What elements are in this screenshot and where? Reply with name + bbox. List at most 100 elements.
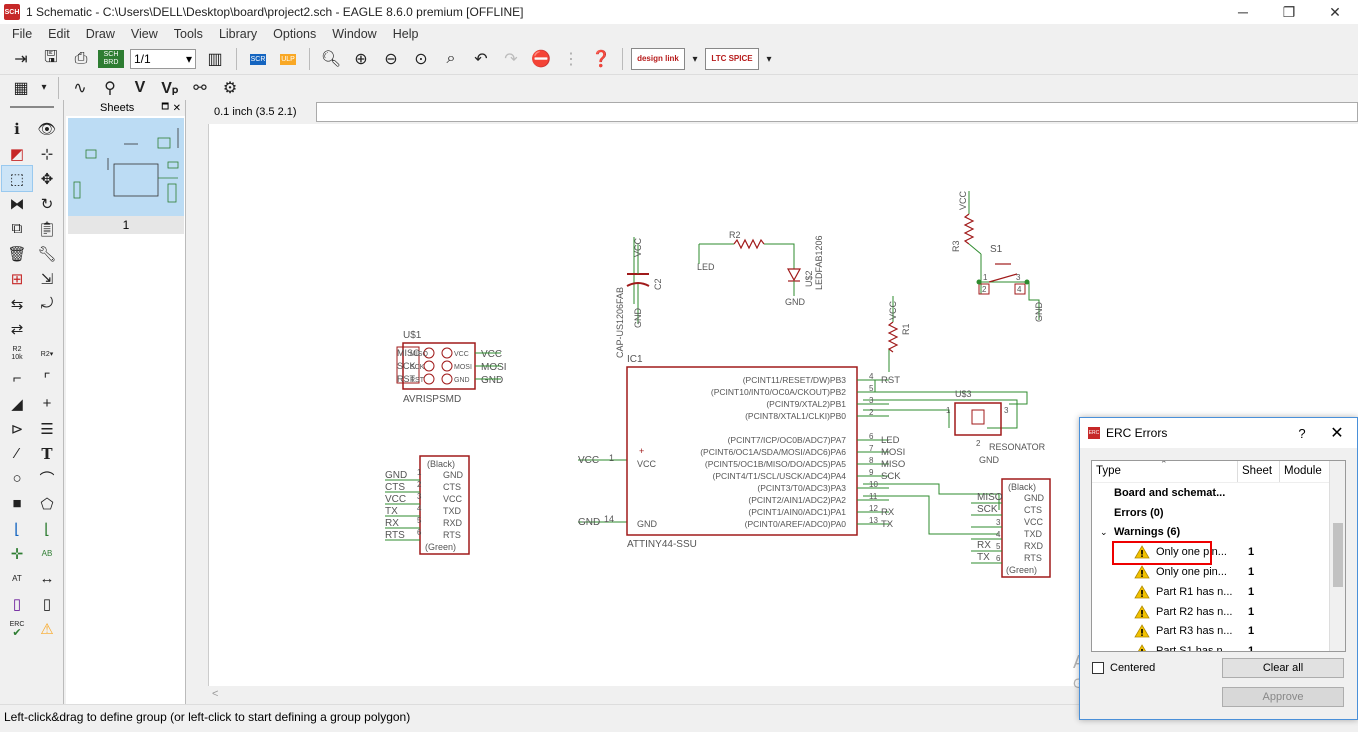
- add-part-icon[interactable]: ⊞: [10, 270, 24, 288]
- part-ftdi2[interactable]: (Black) (Green) GNDMISOCTSSCKVCC3TXD4RXD…: [971, 478, 1051, 578]
- save-icon[interactable]: 🖫: [44, 48, 58, 66]
- group-select-icon[interactable]: ⬚: [1, 165, 33, 192]
- circle-icon[interactable]: ○: [12, 470, 22, 487]
- align-icon[interactable]: ☰: [40, 420, 54, 438]
- zoom-in-icon[interactable]: ⊕: [354, 51, 368, 68]
- slice-icon[interactable]: ⊳: [10, 420, 24, 438]
- smash-icon[interactable]: ⌐: [12, 370, 22, 387]
- gate-swap-icon[interactable]: ⤾: [40, 295, 54, 312]
- help-icon[interactable]: ❓: [591, 51, 611, 68]
- show-icon[interactable]: ⚲: [104, 79, 116, 97]
- menu-options[interactable]: Options: [273, 27, 317, 41]
- line-icon[interactable]: ⁄: [15, 445, 19, 462]
- script-icon[interactable]: SCR: [245, 47, 271, 71]
- pin-swap-icon[interactable]: ⇄: [10, 320, 24, 338]
- errors-row[interactable]: Errors (0): [1092, 503, 1345, 523]
- command-input[interactable]: [316, 102, 1358, 122]
- close-window-button[interactable]: ✕: [1329, 3, 1341, 20]
- sheet-select[interactable]: 1/1▾: [130, 49, 196, 69]
- settings-gear-icon[interactable]: ⚙: [222, 79, 238, 97]
- frame-icon[interactable]: ▯: [12, 595, 22, 613]
- menu-help[interactable]: Help: [392, 27, 419, 41]
- undo-icon[interactable]: ↶: [474, 51, 488, 68]
- value-p-icon[interactable]: Vₚ: [161, 79, 179, 97]
- paste-icon[interactable]: 📋︎: [37, 220, 57, 238]
- schematic-canvas[interactable]: IC1 ATTINY44-SSU VCC 1 GND 14 VCC GND + …: [208, 124, 1358, 686]
- mirror-icon[interactable]: ⧓: [9, 195, 25, 213]
- erc-help-button[interactable]: ?: [1298, 425, 1306, 441]
- menu-library[interactable]: Library: [218, 27, 258, 41]
- tree-root-row[interactable]: Board and schemat...: [1092, 483, 1345, 503]
- restore-button[interactable]: ❐: [1282, 3, 1296, 20]
- dimension-icon[interactable]: ↔: [39, 570, 55, 587]
- text-icon[interactable]: T: [41, 444, 53, 463]
- go-icon[interactable]: ⋮: [563, 51, 579, 68]
- move-icon[interactable]: ✥: [40, 170, 54, 188]
- menu-draw[interactable]: Draw: [85, 27, 115, 41]
- warning-row[interactable]: Part R2 has n...1: [1092, 602, 1345, 622]
- chevron-down-icon[interactable]: ▾: [766, 53, 772, 65]
- optimize-icon[interactable]: +: [42, 395, 52, 412]
- zoom-fit-icon[interactable]: 🔍︎: [320, 51, 342, 68]
- menu-window[interactable]: Window: [332, 27, 377, 41]
- warning-icon[interactable]: ⚠: [40, 620, 54, 638]
- pinswap-icon[interactable]: ⚯: [193, 79, 207, 97]
- bus-icon[interactable]: ⌊: [44, 520, 50, 538]
- warning-row[interactable]: Part S1 has n...1: [1092, 641, 1345, 651]
- column-module[interactable]: Module: [1284, 465, 1322, 477]
- layers-icon[interactable]: ▥: [207, 51, 223, 68]
- arc-icon[interactable]: ⌒: [39, 471, 55, 488]
- part-s1[interactable]: S1 1 2 3 4 GND: [976, 244, 1045, 322]
- scroll-thumb[interactable]: [1333, 523, 1343, 587]
- centered-checkbox[interactable]: [1092, 662, 1104, 674]
- invoke-icon[interactable]: ⇆: [10, 295, 24, 313]
- wrench-icon[interactable]: 🔧︎: [37, 245, 57, 263]
- centered-checkbox-row[interactable]: Centered: [1092, 662, 1155, 674]
- column-sheet[interactable]: Sheet: [1238, 461, 1280, 482]
- sch-brd-switch-icon[interactable]: SCH BRD: [98, 47, 124, 71]
- close-icon[interactable]: ✕: [172, 102, 181, 114]
- part-r2-led[interactable]: R2 LED GND U$2 LEDFAB1206: [697, 230, 824, 307]
- delete-icon[interactable]: 🗑︎: [7, 245, 27, 263]
- horizontal-scrollbar[interactable]: <: [208, 686, 1358, 702]
- chevron-down-icon[interactable]: ▾: [692, 53, 698, 65]
- layer-display-icon[interactable]: ◩: [9, 145, 25, 163]
- warnings-row[interactable]: ⌄Warnings (6): [1092, 523, 1345, 543]
- menu-file[interactable]: File: [12, 27, 33, 41]
- redo-icon[interactable]: ↷: [504, 51, 518, 68]
- sheet-thumbnail[interactable]: [68, 118, 184, 216]
- copy-icon[interactable]: ⧉: [11, 220, 23, 237]
- junction-icon[interactable]: ✛: [10, 545, 24, 563]
- sheet-number[interactable]: 1: [68, 216, 184, 234]
- module-icon[interactable]: ▯: [42, 595, 52, 613]
- zoom-select-icon[interactable]: ⌕: [446, 50, 456, 67]
- rectangle-icon[interactable]: ■: [12, 495, 22, 512]
- part-c2[interactable]: C2 CAP-US1206FAB VCC GND: [615, 237, 663, 358]
- approve-button[interactable]: Approve: [1222, 687, 1344, 707]
- attribute-icon[interactable]: AT: [12, 574, 22, 583]
- info-icon[interactable]: ℹ: [14, 120, 20, 138]
- zoom-out-icon[interactable]: ⊖: [384, 51, 398, 68]
- polygon-icon[interactable]: ⬠: [40, 495, 54, 513]
- split-icon[interactable]: ◢: [11, 395, 23, 413]
- rotate-icon[interactable]: ↻: [40, 195, 54, 213]
- erc-close-button[interactable]: ✕: [1330, 425, 1344, 442]
- column-type[interactable]: Type: [1092, 461, 1238, 482]
- part-ic1[interactable]: IC1 ATTINY44-SSU VCC 1 GND 14 VCC GND + …: [578, 354, 905, 550]
- erc-vertical-scrollbar[interactable]: [1329, 461, 1345, 651]
- design-link-button[interactable]: design link: [631, 48, 685, 70]
- part-r3[interactable]: R3 VCC: [951, 190, 982, 255]
- label-icon[interactable]: AB: [41, 549, 53, 558]
- value-tool-icon[interactable]: R2▾: [40, 350, 54, 358]
- net-icon[interactable]: ⌊: [14, 520, 20, 538]
- part-r1[interactable]: R1 VCC: [887, 296, 911, 353]
- warning-row[interactable]: Only one pin...1: [1092, 542, 1345, 562]
- zoom-redraw-icon[interactable]: ⊙: [414, 51, 428, 68]
- pin-icon[interactable]: 🗖: [161, 102, 169, 111]
- replace-icon[interactable]: ⇲: [40, 270, 54, 288]
- ulp-icon[interactable]: ULP: [275, 47, 301, 71]
- warning-row[interactable]: Part R3 has n...1: [1092, 622, 1345, 642]
